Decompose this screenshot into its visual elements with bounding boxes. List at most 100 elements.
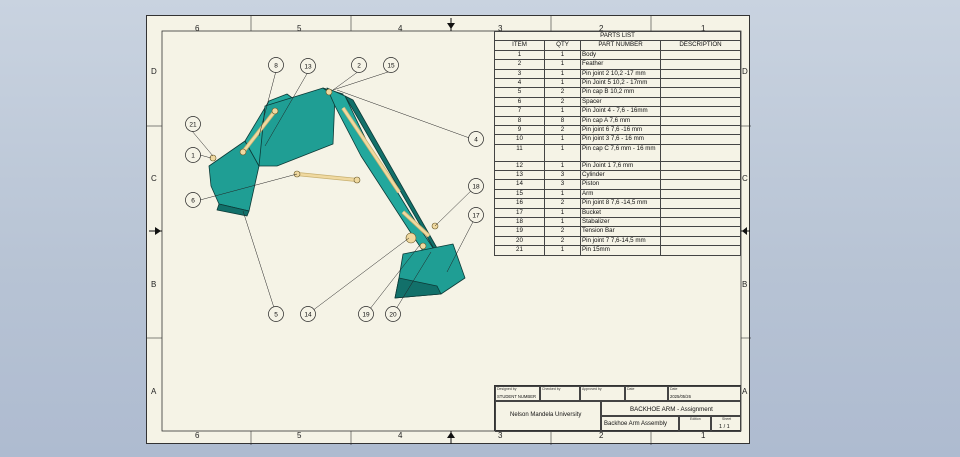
table-cell-part: Pin joint 2 10,2 -17 mm [580,68,661,79]
table-cell-desc [660,59,741,70]
table-cell-item: 10 [494,134,545,145]
table-cell-part: Pin Joint 1 7,6 mm [580,160,661,172]
drawing-subtitle: Backhoe Arm Assembly [604,421,668,427]
backhoe-assembly [208,87,466,299]
table-cell-item: 4 [494,77,545,89]
table-cell-part: Pin cap C 7,6 mm - 16 mm [580,143,661,162]
organization-cell: Nelson Mandela University [495,401,601,432]
table-cell-part: Pin joint 3 7,6 - 16 mm [580,134,661,145]
centering-marks [149,18,750,444]
table-cell-item: 16 [494,198,545,209]
zone-col-2-bottom: 2 [599,431,604,440]
checked-by-label: Checked by [542,387,561,391]
table-cell-qty: 1 [544,68,581,79]
table-cell-part: Piston [580,179,661,190]
parts-list-title: PARTS LIST [494,30,741,42]
column-header-item: ITEM [494,40,545,51]
column-header-qty: QTY [544,40,581,51]
table-cell-desc [660,77,741,89]
zone-col-5-top: 5 [297,24,302,33]
table-cell-qty: 1 [544,134,581,145]
table-cell-item: 18 [494,217,545,228]
zone-col-1-bottom: 1 [701,431,706,440]
table-cell-part: Pin cap A 7,6 mm [580,115,661,126]
table-cell-item: 19 [494,226,545,237]
table-cell-part: Body [580,49,661,61]
table-cell-qty: 1 [544,106,581,117]
table-cell-qty: 8 [544,115,581,126]
parts-list-table: PARTS LIST ITEM QTY PART NUMBER DESCRIPT… [494,30,741,256]
edition-label: Edition [690,417,701,421]
date-value-cell: Date 2025/05/26 [668,386,741,401]
organization-name: Nelson Mandela University [510,412,582,418]
table-cell-desc [660,235,741,247]
zone-row-b-right: B [742,280,748,289]
date-value: 2025/05/26 [670,394,691,399]
table-cell-desc [660,49,741,61]
date-label-secondary: Date [670,387,678,391]
table-cell-part: Pin 15mm [580,245,661,256]
title-cell: BACKHOE ARM - Assignment [601,401,741,416]
table-cell-item: 12 [494,160,545,172]
zone-col-3-bottom: 3 [498,431,503,440]
table-cell-part: Pin cap B 10,2 mm [580,87,661,98]
zone-row-d-left: D [151,67,157,76]
zone-row-b-left: B [151,280,157,289]
zone-col-1-top: 1 [701,24,706,33]
table-cell-desc [660,226,741,237]
table-cell-qty: 1 [544,77,581,89]
table-cell-desc [660,198,741,209]
table-cell-desc [660,143,741,162]
title-block: Designed by STUDENT NUMBER Checked by Ap… [494,385,741,432]
table-cell-desc [660,106,741,117]
zone-ticks [147,16,751,445]
designed-by-label: Designed by [497,387,517,391]
table-cell-desc [660,217,741,228]
zone-col-6-top: 6 [195,24,200,33]
table-cell-qty: 2 [544,226,581,237]
table-cell-desc [660,87,741,98]
zone-col-5-bottom: 5 [297,431,302,440]
table-cell-desc [660,245,741,256]
table-cell-part: Bucket [580,207,661,219]
table-cell-item: 1 [494,49,545,61]
table-cell-desc [660,68,741,79]
table-cell-qty: 3 [544,170,581,181]
table-cell-qty: 2 [544,124,581,136]
table-cell-qty: 1 [544,160,581,172]
table-cell-qty: 2 [544,87,581,98]
table-cell-item: 5 [494,87,545,98]
sheet-number: 1 / 1 [719,424,730,430]
table-cell-part: Pin joint 7 7,6-14,5 mm [580,235,661,247]
designed-by-value: STUDENT NUMBER [497,394,537,399]
table-cell-desc [660,134,741,145]
table-cell-item: 9 [494,124,545,136]
zone-col-2-top: 2 [599,24,604,33]
table-cell-part: Pin joint 8 7,6 -14,5 mm [580,198,661,209]
edition-cell: Edition [679,416,711,432]
date-cell: Date [625,386,668,401]
table-cell-item: 2 [494,59,545,70]
table-cell-desc [660,207,741,219]
table-cell-item: 3 [494,68,545,79]
zone-row-c-right: C [742,174,748,183]
column-header-description: DESCRIPTION [660,40,741,51]
table-cell-item: 11 [494,143,545,162]
table-cell-desc [660,124,741,136]
table-cell-qty: 1 [544,245,581,256]
sheet-cell: Sheet 1 / 1 [711,416,741,432]
